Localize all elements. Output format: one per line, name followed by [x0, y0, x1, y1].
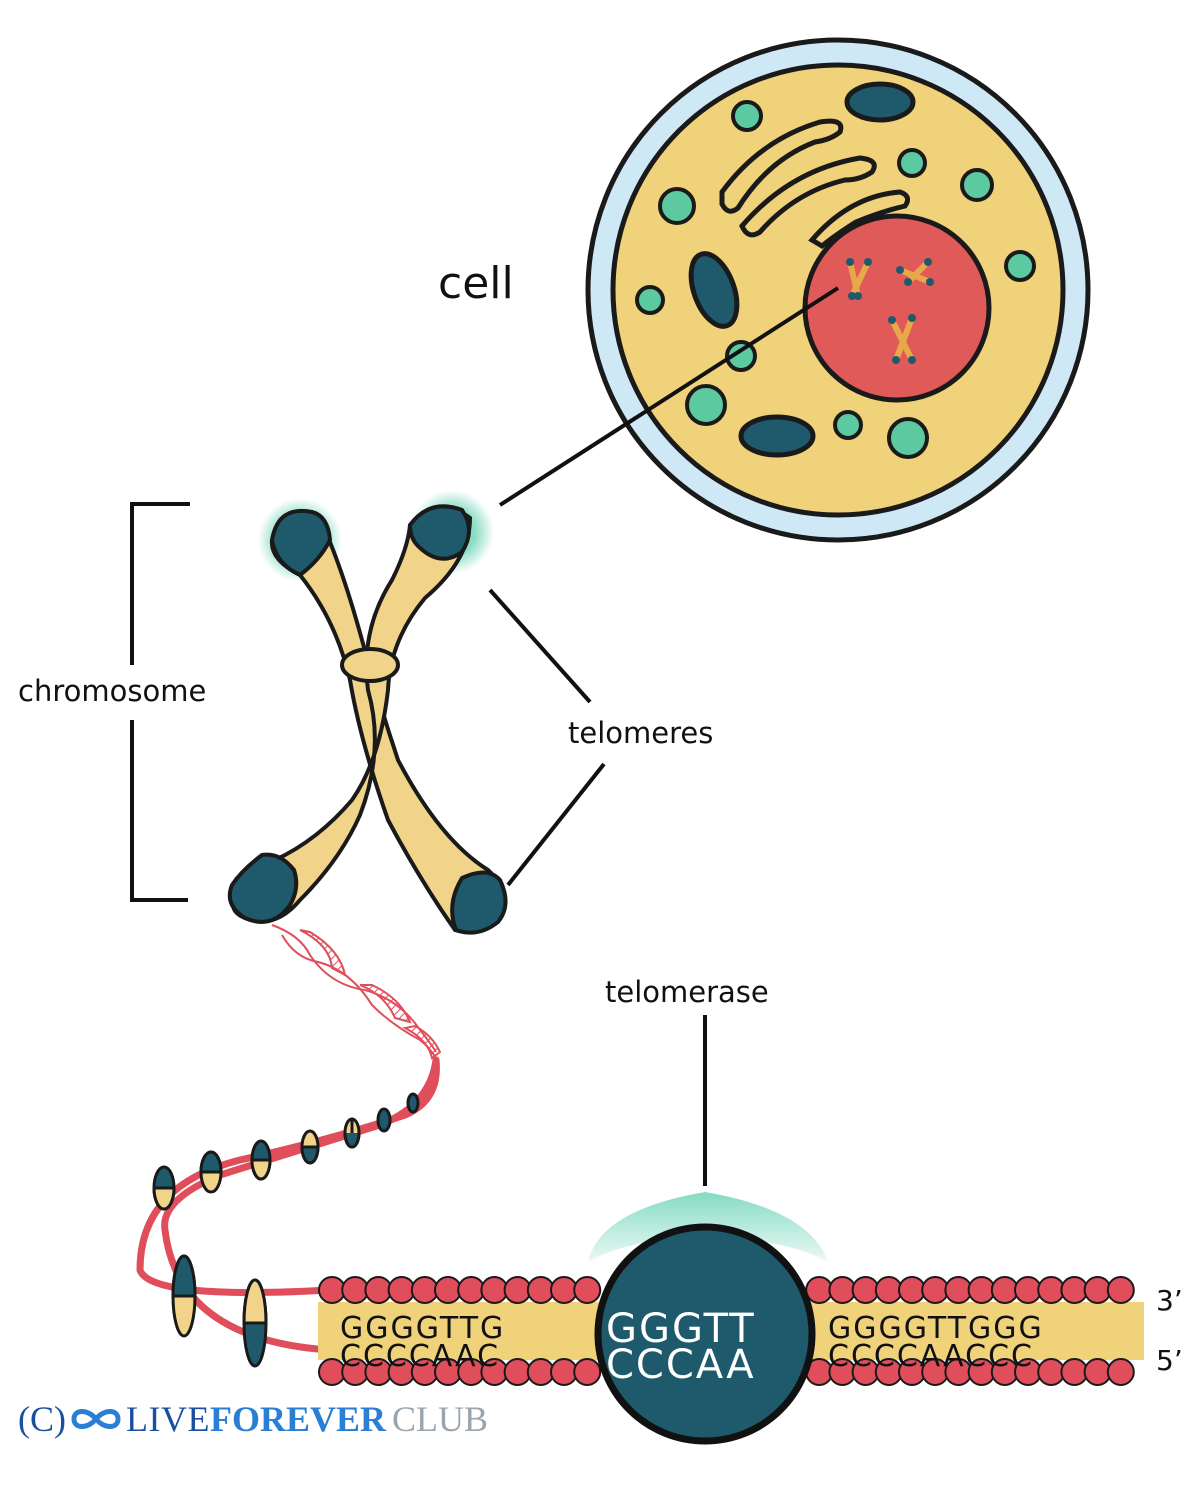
copyright-mark: (C) [18, 1399, 66, 1439]
vesicles [635, 100, 1036, 459]
ribbon-base-pairs [152, 1092, 420, 1368]
nucleus-chromosomes [847, 259, 933, 363]
dna-bead [851, 1276, 880, 1304]
telomeres-pointer-line [506, 762, 606, 887]
dna-bead [805, 1276, 834, 1304]
dna-bead [387, 1276, 416, 1304]
sequence-bottom-center: CCCAA [606, 1342, 756, 1388]
dna-bead [503, 1358, 532, 1386]
dna-bead [526, 1358, 555, 1386]
dna-bead [526, 1276, 555, 1304]
dna-bead [1037, 1358, 1066, 1386]
dna-beads-top [318, 1276, 1135, 1304]
sequence-bottom-left: CCCCAAC [340, 1339, 500, 1374]
cell-connector-line [498, 286, 840, 507]
sequence-top-center: GGGTT [606, 1306, 756, 1352]
dna-bead [944, 1276, 973, 1304]
dna-bead [1083, 1358, 1112, 1386]
dna-bead [874, 1276, 903, 1304]
telomere-cap [269, 508, 333, 578]
three-prime-label: 3’ [1156, 1284, 1183, 1317]
dna-helix-small [271, 924, 442, 1060]
watermark-live: LIVE [126, 1399, 210, 1439]
dna-bead [573, 1358, 602, 1386]
telomerase-body [594, 1223, 816, 1445]
dna-bead [573, 1276, 602, 1304]
dna-bead [990, 1276, 1019, 1304]
dna-bead [1060, 1276, 1089, 1304]
mitochondrion [688, 251, 740, 329]
sequence-top-right: GGGGTTGGG [828, 1311, 1044, 1346]
watermark-forever: FOREVER [209, 1399, 386, 1439]
infinity-icon [71, 1409, 121, 1429]
dna-bead [410, 1276, 439, 1304]
dna-bead [341, 1276, 370, 1304]
telomere-cap [450, 870, 508, 935]
sequence-bottom-right: CCCCAACCC [828, 1339, 1034, 1374]
dna-bead [318, 1276, 346, 1304]
dna-bead [1060, 1358, 1089, 1386]
dna-bead [550, 1276, 578, 1304]
dna-bead [1106, 1358, 1135, 1386]
dna-bead [364, 1276, 393, 1304]
mitochondrion [738, 414, 816, 458]
sequence-top-left: GGGGTTG [340, 1311, 505, 1346]
telomerase-enzyme: GGGTT CCCAA [588, 1192, 828, 1445]
dna-bead [1083, 1276, 1112, 1304]
telomeres-label: telomeres [568, 716, 713, 750]
cell-label: cell [438, 258, 514, 309]
dna-bead [828, 1276, 857, 1304]
mitochondrion [844, 81, 916, 123]
telomerase-label: telomerase [605, 975, 769, 1009]
nucleus-telomere-dots [846, 258, 934, 364]
dna-bead [457, 1276, 486, 1304]
five-prime-label: 5’ [1156, 1344, 1183, 1377]
dna-bead [1037, 1276, 1066, 1304]
dna-bead [1106, 1276, 1135, 1304]
telomere-cap [407, 504, 471, 561]
watermark-logo: (C) LIVE FOREVER CLUB [18, 1398, 488, 1440]
dna-bead [434, 1276, 462, 1304]
dna-bead [921, 1276, 950, 1304]
chromosome-label: chromosome [18, 674, 206, 708]
dna-bead [503, 1276, 532, 1304]
watermark-club: CLUB [391, 1399, 488, 1439]
chromosome-bracket [130, 502, 190, 902]
telomeres-pointer-line [488, 588, 592, 704]
dna-bead [1014, 1276, 1042, 1304]
golgi-apparatus [719, 118, 911, 250]
dna-bead [480, 1276, 509, 1304]
centromere [340, 647, 400, 683]
dna-beads-bottom [318, 1358, 1135, 1386]
chromosome-illustration [227, 490, 508, 935]
telomere-cap [227, 852, 299, 924]
dna-bead [898, 1276, 926, 1304]
nucleus [802, 213, 992, 403]
dna-bead [550, 1358, 578, 1386]
dna-bead [967, 1276, 996, 1304]
